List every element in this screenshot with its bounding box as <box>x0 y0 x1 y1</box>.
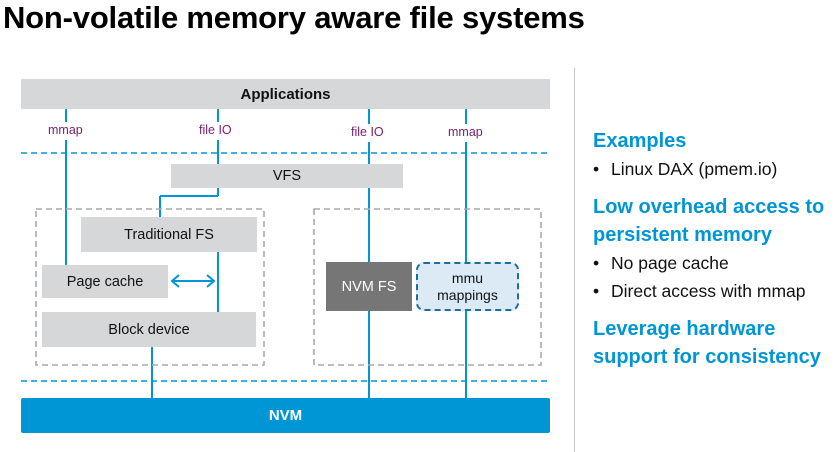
applications-box: Applications <box>21 79 550 109</box>
page-title: Non-volatile memory aware file systems <box>3 0 585 35</box>
low-overhead-heading: Low overhead access to persistent memory <box>593 193 837 249</box>
diagram-lines <box>21 109 550 398</box>
traditional-fs-box: Traditional FS <box>81 217 257 252</box>
file-io-label-right: file IO <box>351 125 384 139</box>
list-item: Direct access with mmap <box>593 277 837 305</box>
vfs-box: VFS <box>171 164 403 188</box>
examples-list: Linux DAX (pmem.io) <box>593 155 837 183</box>
low-overhead-list: No page cache Direct access with mmap <box>593 249 837 305</box>
block-device-box: Block device <box>42 312 256 347</box>
leverage-heading: Leverage hardware support for consistenc… <box>593 315 837 371</box>
list-item: Linux DAX (pmem.io) <box>593 155 837 183</box>
file-io-label-left: file IO <box>199 123 232 137</box>
heading-line: support for consistency <box>593 346 821 368</box>
mmap-label-left: mmap <box>48 123 83 137</box>
page-cache-box: Page cache <box>42 265 168 298</box>
mmu-mappings-box: mmu mappings <box>416 262 519 311</box>
heading-line: Low overhead access to <box>593 196 825 218</box>
vertical-divider <box>574 68 575 452</box>
mmu-mappings-label: mmu mappings <box>437 269 498 303</box>
list-item: No page cache <box>593 249 837 277</box>
mmap-label-right: mmap <box>448 125 483 139</box>
nvm-box: NVM <box>21 398 550 433</box>
examples-heading: Examples <box>593 130 687 152</box>
heading-line: persistent memory <box>593 224 772 246</box>
nvm-fs-box: NVM FS <box>326 262 412 311</box>
heading-line: Leverage hardware <box>593 318 776 340</box>
side-panel: Examples Linux DAX (pmem.io) Low overhea… <box>593 127 837 371</box>
